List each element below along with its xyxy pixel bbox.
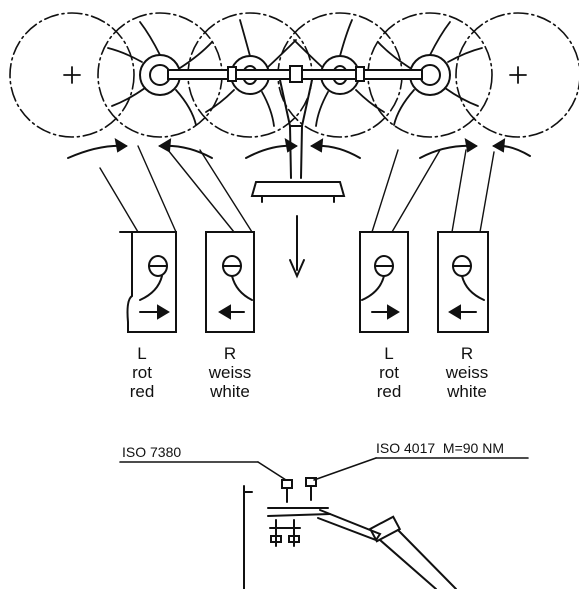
rotor-tines [107,19,483,127]
blade-box-4 [437,231,489,333]
center-cross-left-icon [63,66,81,84]
blade-label-4-en: white [447,382,487,401]
blade-label-1-side: L [137,344,147,363]
iso-callout-right: ISO 4017 M=90 NM [376,440,505,456]
blade-label-3-side: L [384,344,394,363]
travel-direction-arrow-icon [289,215,305,279]
blade-box-2 [205,231,255,333]
blade-label-2-side: R [223,344,237,363]
blade-label-2: R weiss white [195,344,265,401]
blade-box-3 [359,231,409,333]
blade-label-3-de: rot [379,363,399,382]
blade-label-1-de: rot [132,363,152,382]
blade-box-1 [119,231,177,333]
blade-label-3-en: red [376,382,402,401]
blade-label-1-en: red [129,382,155,401]
blade-label-2-en: white [210,382,250,401]
blade-label-3: L rot red [354,344,424,401]
center-cross-right-icon [509,66,527,84]
iso-callout-lines [119,457,529,481]
blade-label-4: R weiss white [432,344,502,401]
mount-bracket-detail [243,477,457,589]
rotor-circle-1 [9,12,135,138]
blade-label-4-side: R [460,344,474,363]
leader-lines [99,145,495,233]
rotation-arrows [67,138,531,159]
blade-label-4-de: weiss [445,363,489,382]
rotor-circle-6 [455,12,579,138]
blade-label-1: L rot red [107,344,177,401]
iso-callout-left: ISO 7380 [122,444,182,460]
cross-beam [167,65,423,83]
blade-label-2-de: weiss [208,363,252,382]
headstock-frame [250,79,346,203]
